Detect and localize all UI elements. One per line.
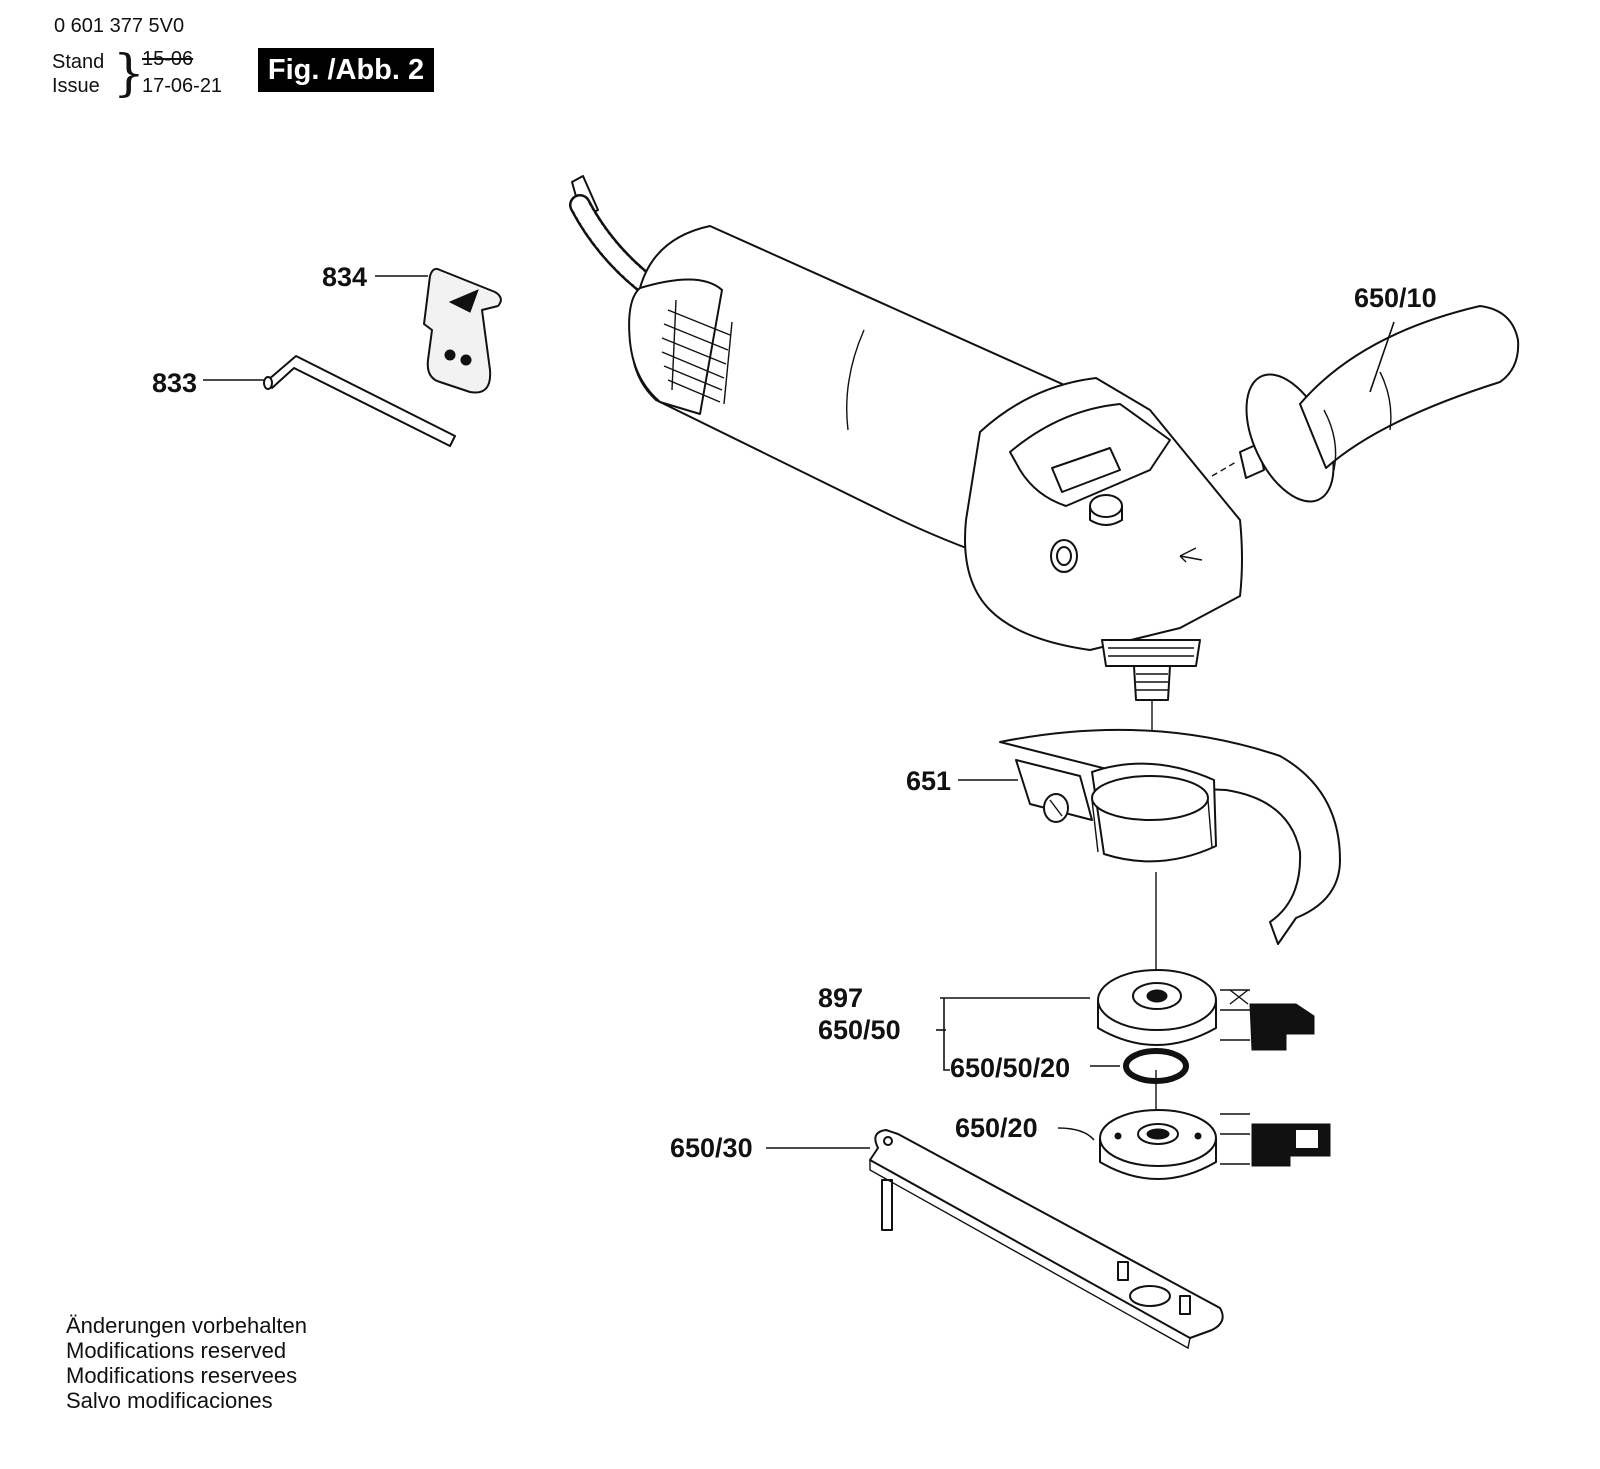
part-650-30-pin-spanner: [869, 1129, 1224, 1350]
part-650-20-clamping-nut: [1099, 1109, 1217, 1180]
notice-es: Salvo modificaciones: [66, 1388, 273, 1413]
callout-650-20: 650/20: [955, 1113, 1038, 1143]
callout-650-50-20: 650/50/20: [950, 1053, 1071, 1083]
leader-650-10: [1369, 321, 1395, 393]
part-651-wheel-guard: [999, 728, 1341, 945]
part-897-mounting-flange: [1097, 969, 1217, 1046]
part-833-hex-key: [263, 355, 456, 447]
figure-title: Fig. /Abb. 2: [258, 48, 434, 92]
part-834-bracket: [423, 267, 502, 394]
issue-date: 17-06-21: [142, 75, 223, 97]
issue-label: Issue: [52, 75, 100, 97]
notice-en: Modifications reserved: [66, 1338, 287, 1363]
leader-650-20: [1057, 1127, 1095, 1141]
stand-date-old: 15-06: [142, 48, 194, 70]
angle-grinder-body: [628, 225, 1243, 701]
part-number: 0 601 377 5V0: [54, 15, 185, 37]
callout-650-10: 650/10: [1354, 283, 1437, 313]
section-icon-flange: [1220, 989, 1315, 1051]
notice-de: Änderungen vorbehalten: [66, 1313, 307, 1338]
callout-833: 833: [152, 368, 198, 398]
brace-icon: }: [113, 44, 145, 102]
callout-897: 897: [818, 983, 864, 1013]
callout-650-50: 650/50: [818, 1015, 901, 1045]
callout-651: 651: [906, 766, 952, 796]
callout-834: 834: [322, 262, 368, 292]
bracket-line: [943, 998, 950, 1071]
part-650-10-side-handle: [1211, 305, 1520, 503]
part-650-50-20-o-ring: [1123, 1048, 1189, 1084]
notice-fr: Modifications reservees: [66, 1363, 298, 1388]
modifications-notice: Änderungen vorbehalten Modifications res…: [66, 1313, 307, 1413]
callout-650-30: 650/30: [670, 1133, 753, 1163]
section-icon-nut: [1220, 1113, 1331, 1167]
stand-label: Stand: [52, 51, 105, 73]
